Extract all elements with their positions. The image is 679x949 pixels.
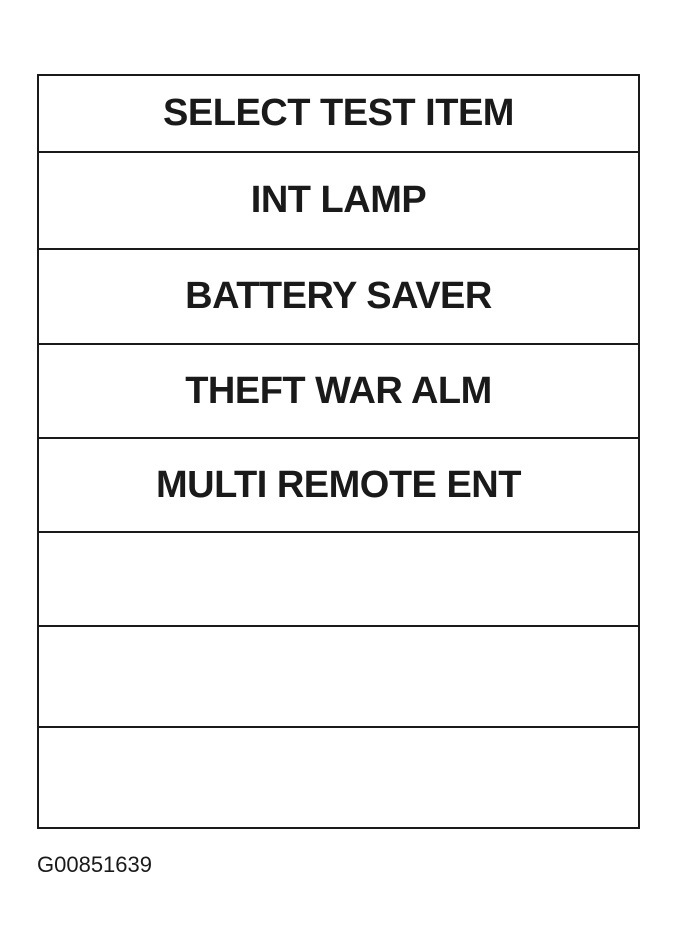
menu-item-theft-war-alm[interactable]: THEFT WAR ALM bbox=[39, 345, 638, 439]
menu-item-empty-2 bbox=[39, 627, 638, 728]
menu-item-battery-saver[interactable]: BATTERY SAVER bbox=[39, 250, 638, 345]
menu-item-multi-remote-ent[interactable]: MULTI REMOTE ENT bbox=[39, 439, 638, 533]
menu-item-empty-1 bbox=[39, 533, 638, 627]
menu-item-empty-3 bbox=[39, 728, 638, 827]
figure-id-label: G00851639 bbox=[37, 852, 152, 877]
menu-header: SELECT TEST ITEM bbox=[39, 76, 638, 153]
menu-item-int-lamp[interactable]: INT LAMP bbox=[39, 153, 638, 250]
tester-screen: SELECT TEST ITEM INT LAMP BATTERY SAVER … bbox=[37, 74, 640, 829]
